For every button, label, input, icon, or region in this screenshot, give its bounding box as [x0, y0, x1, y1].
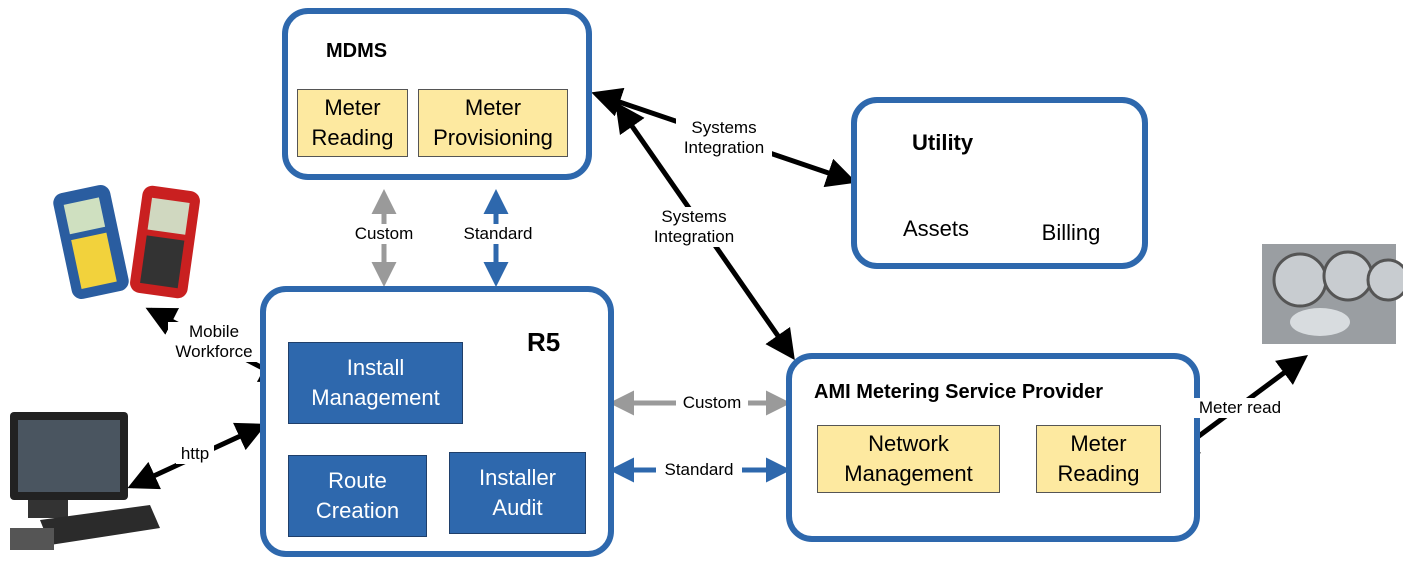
mdms-meter-reading: Meter Reading: [297, 89, 408, 157]
systems-integration-ami-label: Systems Integration: [644, 207, 744, 247]
computer-image: [10, 412, 160, 550]
custom-horizontal-label: Custom: [676, 393, 748, 413]
standard-vertical-label: Standard: [458, 224, 538, 244]
installer-audit-module: Installer Audit: [449, 452, 586, 534]
ami-meter-reading: Meter Reading: [1036, 425, 1161, 493]
mobile-workforce-label: Mobile Workforce: [168, 322, 260, 362]
utility-title: Utility: [912, 130, 974, 155]
ami-network-management: Network Management: [817, 425, 1000, 493]
route-creation-module: Route Creation: [288, 455, 427, 537]
mdms-title: MDMS: [326, 40, 388, 62]
assets-label: Assets: [902, 216, 970, 241]
standard-horizontal-label: Standard: [656, 460, 742, 480]
mdms-meter-provisioning: Meter Provisioning: [418, 89, 568, 157]
meter-read-label: Meter read: [1190, 398, 1290, 418]
install-management-module: Install Management: [288, 342, 463, 424]
meter-photo-image: [1262, 244, 1403, 344]
handheld-devices-image: [53, 185, 200, 299]
utility-box: [851, 97, 1148, 269]
systems-integration-utility-label: Systems Integration: [676, 118, 772, 158]
ami-title: AMI Metering Service Provider: [814, 381, 1103, 403]
custom-vertical-label: Custom: [352, 224, 416, 244]
billing-label: Billing: [1041, 220, 1101, 245]
http-label: http: [176, 444, 214, 464]
r5-title: R5: [527, 327, 561, 357]
